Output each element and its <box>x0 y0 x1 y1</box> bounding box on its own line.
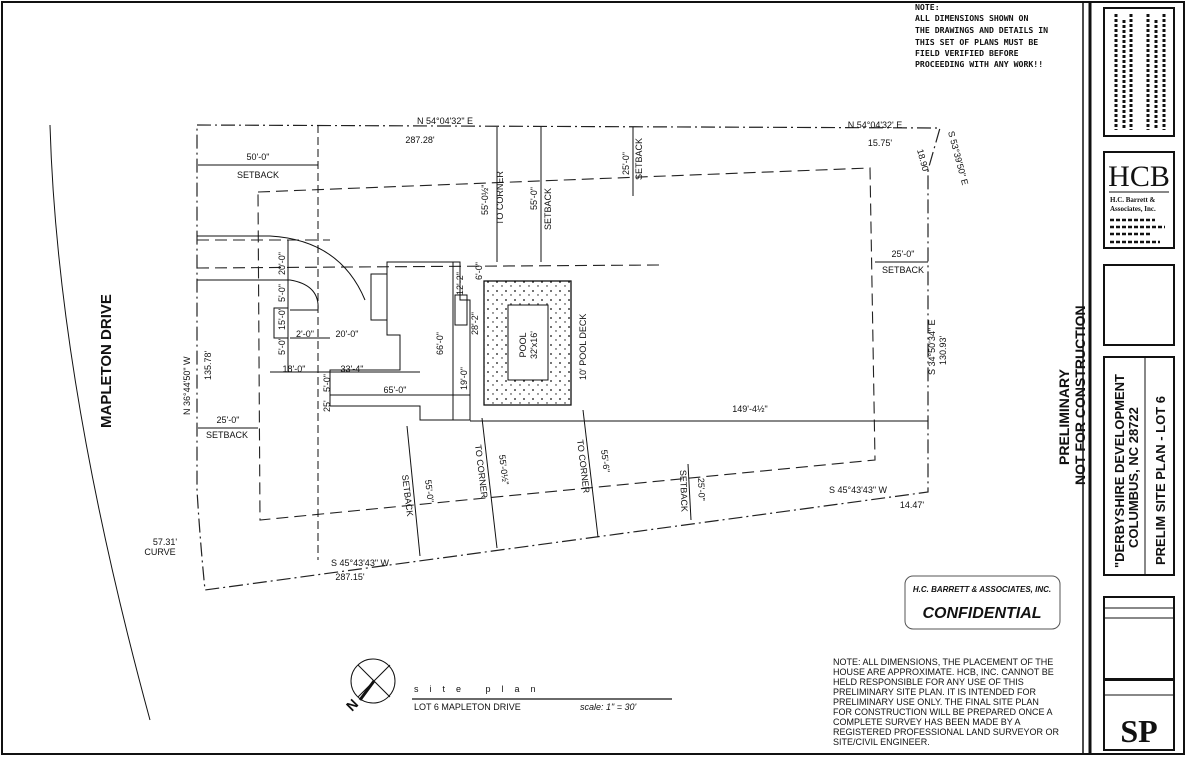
firm-logo: HCB <box>1108 160 1170 193</box>
svg-text:S 45°43'43" W: S 45°43'43" W <box>829 485 888 495</box>
svg-text:H.C. Barrett &: H.C. Barrett & <box>1110 196 1156 204</box>
project-location: COLUMBUS, NC 28722 <box>1126 407 1141 548</box>
svg-text:SETBACK: SETBACK <box>206 430 248 440</box>
drawing-title: site plan <box>414 684 547 694</box>
svg-text:N 54°04'32" E: N 54°04'32" E <box>417 116 473 126</box>
svg-text:PRELIMINARY: PRELIMINARY <box>1056 368 1072 465</box>
svg-text:CURVE: CURVE <box>144 547 175 557</box>
svg-text:25': 25' <box>322 400 332 412</box>
dimension-lines <box>198 125 928 560</box>
firm-logo-box <box>1103 151 1175 249</box>
field-verify-note: NOTE: ALL DIMENSIONS SHOWN ON THE DRAWIN… <box>915 2 1048 69</box>
pool <box>507 304 549 381</box>
svg-text:COMPLETE SURVEY HAS BEEN MADE: COMPLETE SURVEY HAS BEEN MADE BY A <box>833 717 1021 727</box>
svg-text:THIS SET OF PLANS MUST BE: THIS SET OF PLANS MUST BE <box>915 37 1038 47</box>
svg-text:149'-4½": 149'-4½" <box>732 404 767 414</box>
project-name: "DERBYSHIRE DEVELOPMENT <box>1112 374 1127 568</box>
svg-text:32'x16': 32'x16' <box>529 331 539 359</box>
svg-text:HOUSE ARE APPROXIMATE. HCB, IN: HOUSE ARE APPROXIMATE. HCB, INC. CANNOT … <box>833 667 1054 677</box>
svg-text:H.C. BARRETT & ASSOCIATES, INC: H.C. BARRETT & ASSOCIATES, INC. <box>913 585 1051 594</box>
svg-text:N 36°44'50" W: N 36°44'50" W <box>182 356 192 415</box>
setback-line <box>257 167 876 521</box>
svg-text:SITE/CIVIL ENGINEER.: SITE/CIVIL ENGINEER. <box>833 737 930 747</box>
svg-text:66'-0": 66'-0" <box>435 332 445 355</box>
svg-text:S 45°43'43" W: S 45°43'43" W <box>331 558 390 568</box>
svg-text:PROCEEDING WITH ANY WORK!!: PROCEEDING WITH ANY WORK!! <box>915 59 1043 69</box>
confidential-stamp: H.C. BARRETT & ASSOCIATES, INC. CONFIDEN… <box>904 575 1061 630</box>
svg-text:HELD RESPONSIBLE FOR ANY USE O: HELD RESPONSIBLE FOR ANY USE OF THIS <box>833 677 1024 687</box>
svg-text:5'-0": 5'-0" <box>322 374 332 392</box>
svg-text:N 54°04'32' E: N 54°04'32' E <box>848 120 903 130</box>
svg-text:33'-4": 33'-4" <box>341 364 364 374</box>
svg-text:20'-0": 20'-0" <box>336 329 359 339</box>
svg-text:20'-0": 20'-0" <box>277 252 287 275</box>
disclaimer-note: NOTE: ALL DIMENSIONS, THE PLACEMENT OF T… <box>833 657 1060 747</box>
svg-text:55'-0": 55'-0" <box>423 479 436 503</box>
title-block: HCB H.C. Barrett & Associates, Inc. "DER… <box>1103 7 1175 751</box>
svg-text:S 34°50'34" E: S 34°50'34" E <box>927 319 937 375</box>
drawing-scale: scale: 1" = 30' <box>580 702 636 712</box>
svg-text:55'-0½": 55'-0½" <box>480 185 490 215</box>
svg-text:15'-0": 15'-0" <box>277 307 287 330</box>
svg-text:CONFIDENTIAL: CONFIDENTIAL <box>922 605 1041 622</box>
street-name: MAPLETON DRIVE <box>98 294 115 428</box>
svg-text:2'-0": 2'-0" <box>296 329 314 339</box>
svg-text:SETBACK: SETBACK <box>543 188 553 230</box>
sheet-number: SP <box>1120 713 1157 749</box>
svg-text:PRELIMINARY USE ONLY. THE FINA: PRELIMINARY USE ONLY. THE FINAL SITE PLA… <box>833 697 1039 707</box>
svg-text:25'-0": 25'-0" <box>696 478 707 501</box>
svg-text:57.31': 57.31' <box>153 537 178 547</box>
svg-text:28'-2": 28'-2" <box>470 312 480 335</box>
svg-text:65'-0": 65'-0" <box>384 385 407 395</box>
svg-text:ALL DIMENSIONS SHOWN ON: ALL DIMENSIONS SHOWN ON <box>915 13 1028 23</box>
svg-text:25'-0": 25'-0" <box>621 152 631 175</box>
svg-text:NOTE:: NOTE: <box>915 2 940 12</box>
svg-text:14.47': 14.47' <box>900 500 925 510</box>
svg-text:Associates, Inc.: Associates, Inc. <box>1110 205 1156 213</box>
svg-text:REGISTERED PROFESSIONAL LAND S: REGISTERED PROFESSIONAL LAND SURVEYOR OR <box>833 727 1060 737</box>
garage-door <box>370 273 388 321</box>
preliminary-stamp: PRELIMINARY NOT FOR CONSTRUCTION <box>1056 305 1088 485</box>
svg-text:25'-0": 25'-0" <box>217 415 240 425</box>
svg-text:287.28': 287.28' <box>405 135 435 145</box>
svg-text:TO CORNER: TO CORNER <box>495 171 505 225</box>
svg-text:18'-0": 18'-0" <box>283 364 306 374</box>
svg-text:25'-0": 25'-0" <box>892 249 915 259</box>
svg-text:19'-0": 19'-0" <box>459 367 469 390</box>
svg-text:NOT FOR CONSTRUCTION: NOT FOR CONSTRUCTION <box>1072 305 1088 485</box>
svg-text:130.93': 130.93' <box>938 335 948 365</box>
svg-text:55'-6": 55'-6" <box>599 449 612 473</box>
driveway <box>197 235 366 301</box>
svg-text:SETBACK: SETBACK <box>634 138 644 180</box>
street-edge <box>49 124 151 721</box>
sheet-title: PRELIM SITE PLAN - LOT 6 <box>1153 396 1168 565</box>
svg-text:55'-0½": 55'-0½" <box>497 454 511 485</box>
svg-text:PRELIMINARY SITE PLAN. IT IS I: PRELIMINARY SITE PLAN. IT IS INTENDED FO… <box>833 687 1037 697</box>
svg-text:SETBACK: SETBACK <box>678 470 689 512</box>
drawing-subtitle: LOT 6 MAPLETON DRIVE <box>414 702 521 712</box>
svg-text:55'-0": 55'-0" <box>529 187 539 210</box>
svg-text:NOTE: ALL DIMENSIONS, THE PLAC: NOTE: ALL DIMENSIONS, THE PLACEMENT OF T… <box>833 657 1053 667</box>
svg-text:FOR CONSTRUCTION WILL BE PREPA: FOR CONSTRUCTION WILL BE PREPARED ONCE A <box>833 707 1053 717</box>
property-line <box>196 124 941 591</box>
svg-text:6'-0": 6'-0" <box>474 262 484 280</box>
svg-text:POOL: POOL <box>518 332 528 357</box>
svg-text:THE DRAWINGS AND DETAILS IN: THE DRAWINGS AND DETAILS IN <box>915 25 1048 35</box>
svg-text:10' POOL DECK: 10' POOL DECK <box>578 314 588 380</box>
house-footprint <box>329 261 471 421</box>
svg-text:287.15': 287.15' <box>335 572 365 582</box>
svg-text:SETBACK: SETBACK <box>882 265 924 275</box>
svg-text:135.78': 135.78' <box>203 350 213 380</box>
house-dimensions: 20'-0" 5'-0" 15'-0" 5'-0" 2'-0" 20'-0" 1… <box>277 252 484 412</box>
svg-text:5'-0": 5'-0" <box>277 337 287 355</box>
svg-text:SETBACK: SETBACK <box>237 170 279 180</box>
svg-text:15.75': 15.75' <box>868 138 893 148</box>
svg-text:50'-0": 50'-0" <box>247 152 270 162</box>
svg-text:5'-0": 5'-0" <box>277 284 287 302</box>
svg-text:FIELD VERIFIED BEFORE: FIELD VERIFIED BEFORE <box>915 48 1019 58</box>
svg-text:12'-2": 12'-2" <box>455 272 465 295</box>
